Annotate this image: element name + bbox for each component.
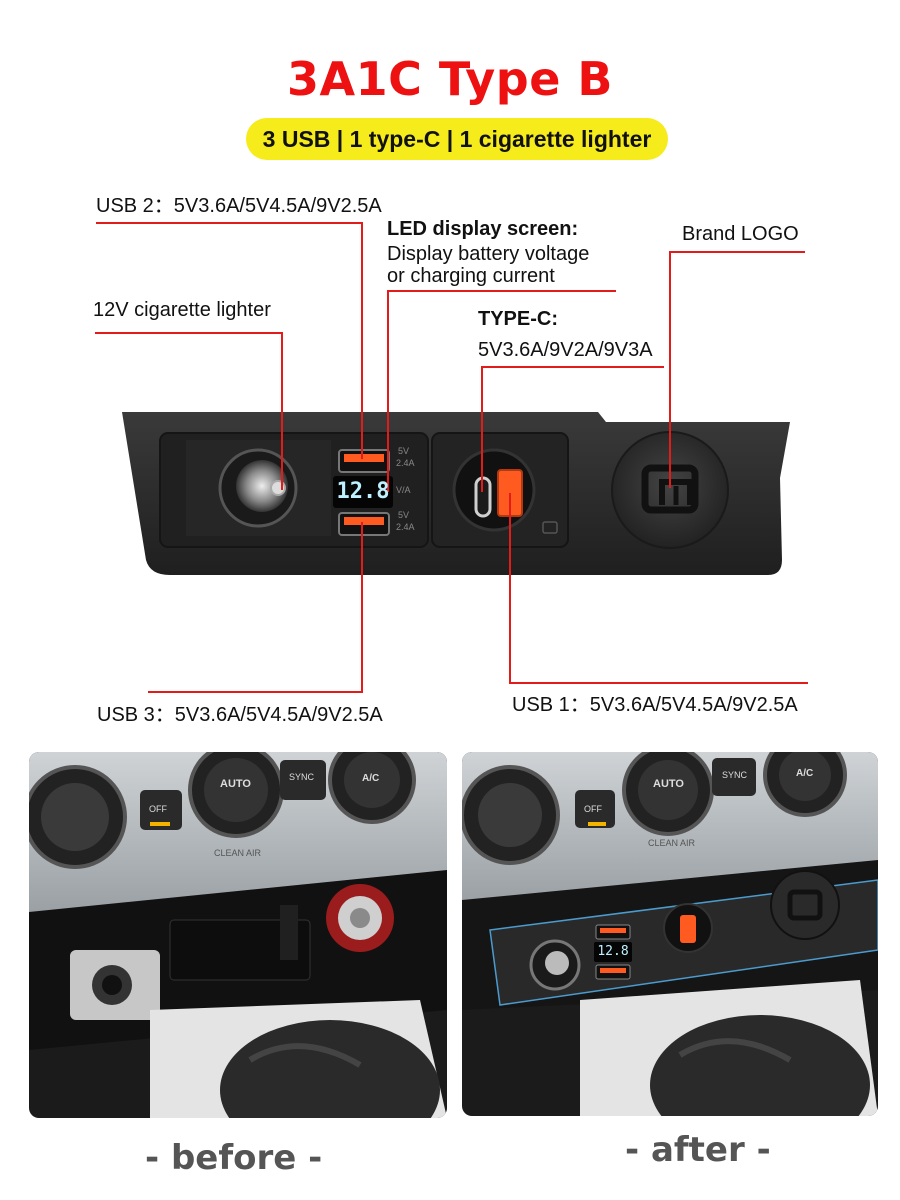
brand-logo-label: Brand LOGO <box>682 223 799 245</box>
brand-logo-disc <box>611 431 729 549</box>
before-sync-label: SYNC <box>289 772 315 782</box>
typec-title: TYPE-C: <box>478 308 558 330</box>
usb2-label: USB 2：5V3.6A/5V4.5A/9V2.5A <box>96 195 382 217</box>
usb-port-bottom <box>338 512 390 536</box>
feature-summary-badge: 3 USB | 1 type-C | 1 cigarette lighter <box>246 118 668 160</box>
page-title: 3A1C Type B <box>287 52 613 106</box>
before-auto-label: AUTO <box>220 778 251 790</box>
usb-top-marking-current: 2.4A <box>396 458 415 468</box>
led-display-readout: 12.8 <box>336 479 390 504</box>
usb-bottom-marking-current: 2.4A <box>396 522 415 532</box>
center-recess <box>431 432 569 548</box>
after-clean-air-label: CLEAN AIR <box>648 838 696 848</box>
usb3-label: USB 3：5V3.6A/5V4.5A/9V2.5A <box>97 704 383 726</box>
led-display-line1: Display battery voltage <box>387 243 590 265</box>
before-caption: - before - <box>145 1138 323 1178</box>
usb1-label: USB 1：5V3.6A/5V4.5A/9V2.5A <box>512 694 798 716</box>
after-led-readout: 12.8 <box>597 944 629 959</box>
usb1-port <box>497 469 523 517</box>
typec-spec: 5V3.6A/9V2A/9V3A <box>478 339 653 361</box>
display-marking: V/A <box>396 485 411 495</box>
led-display-title: LED display screen: <box>387 218 579 240</box>
led-display-line2: or charging current <box>387 265 555 287</box>
after-auto-label: AUTO <box>653 778 684 790</box>
cigarette-lighter-label: 12V cigarette lighter <box>93 299 271 321</box>
leader-lines <box>95 222 808 693</box>
usb-top-marking-voltage: 5V <box>398 446 410 456</box>
before-ac-label: A/C <box>362 773 380 784</box>
charging-port-ring <box>452 448 536 532</box>
cigarette-lighter-socket <box>218 448 298 528</box>
after-ac-label: A/C <box>796 768 814 779</box>
usb-bottom-marking-voltage: 5V <box>398 510 410 520</box>
usb3-port-top <box>338 449 390 473</box>
after-sync-label: SYNC <box>722 770 748 780</box>
typec-port <box>474 476 492 518</box>
panel-body <box>122 412 790 575</box>
before-off-label: OFF <box>149 804 167 814</box>
before-photo <box>29 752 447 1118</box>
after-caption: - after - <box>625 1130 771 1170</box>
after-photo <box>462 752 878 1116</box>
after-off-label: OFF <box>584 804 602 814</box>
before-clean-air-label: CLEAN AIR <box>214 848 262 858</box>
